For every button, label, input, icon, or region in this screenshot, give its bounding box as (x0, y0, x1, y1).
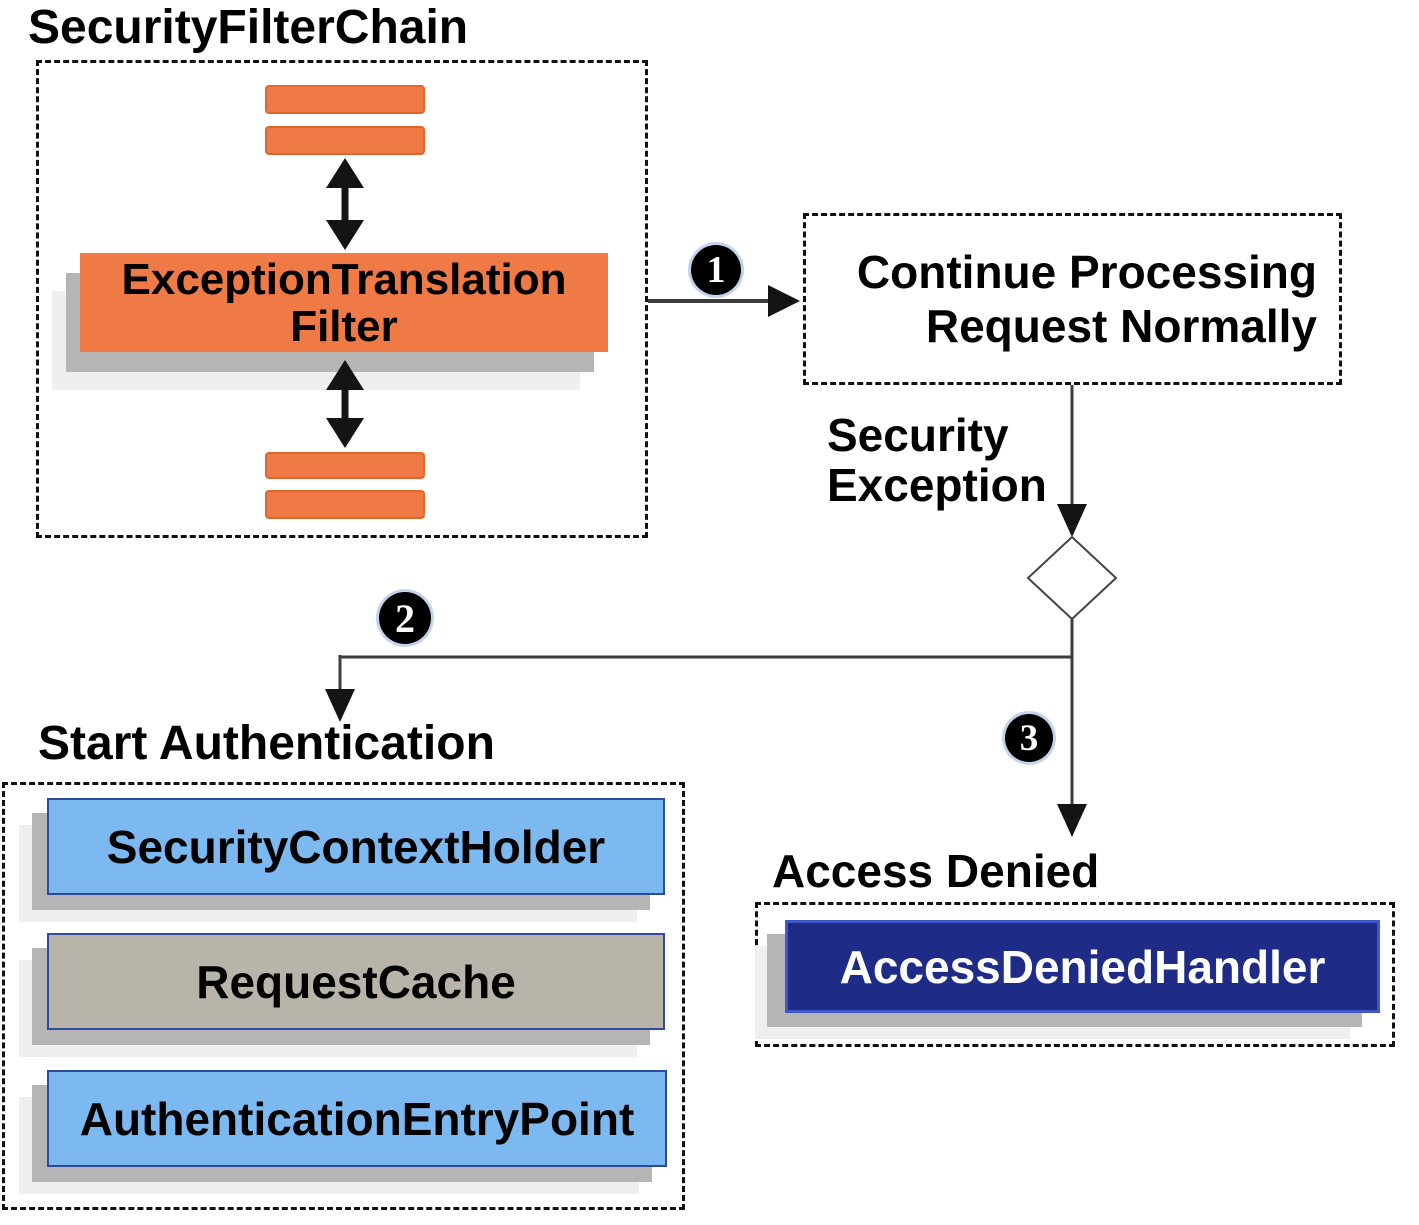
decision-diamond (1026, 535, 1118, 621)
security-exception-label: Security Exception (827, 410, 1047, 510)
access-denied-handler-label: AccessDeniedHandler (839, 940, 1326, 993)
access-denied-label: Access Denied (772, 845, 1100, 897)
access-denied-handler-box: AccessDeniedHandler (785, 920, 1380, 1013)
access-denied-container (755, 902, 1395, 1047)
security-filter-chain-container (36, 60, 648, 538)
security-context-holder-label: SecurityContextHolder (106, 820, 606, 873)
security-filter-chain-title: SecurityFilterChain (28, 1, 469, 54)
step-3-badge: 3 (1005, 714, 1053, 762)
exception-translation-filter-label-line2: Filter (290, 301, 398, 351)
exception-translation-filter-label-line1: ExceptionTranslation (121, 254, 567, 304)
start-authentication-label: Start Authentication (38, 717, 495, 770)
request-cache-label: RequestCache (196, 955, 516, 1008)
security-exception-label-line1: Security (827, 409, 1009, 461)
security-exception-label-line2: Exception (827, 459, 1047, 511)
filter-bar-bottom-2 (265, 490, 425, 519)
continue-processing-box: Continue Processing Request Normally (803, 213, 1342, 385)
filter-bar-top-1 (265, 85, 425, 114)
security-context-holder-box: SecurityContextHolder (47, 798, 665, 895)
filter-bar-bottom-1 (265, 452, 425, 479)
arrow-security-exception (1057, 385, 1087, 537)
request-cache-box: RequestCache (47, 933, 665, 1030)
start-authentication-container (2, 782, 685, 1210)
filter-bar-top-2 (265, 126, 425, 155)
continue-processing-label-line2: Request Normally (925, 300, 1317, 352)
continue-processing-label-line1: Continue Processing (856, 246, 1317, 298)
authentication-entry-point-label: AuthenticationEntryPoint (79, 1092, 635, 1145)
exception-translation-filter-box: ExceptionTranslation Filter (80, 253, 608, 352)
step-2-badge: 2 (379, 592, 431, 644)
arrow-access-denied-head (1057, 804, 1087, 837)
authentication-entry-point-box: AuthenticationEntryPoint (47, 1070, 667, 1167)
step-1-badge: 1 (691, 245, 741, 295)
